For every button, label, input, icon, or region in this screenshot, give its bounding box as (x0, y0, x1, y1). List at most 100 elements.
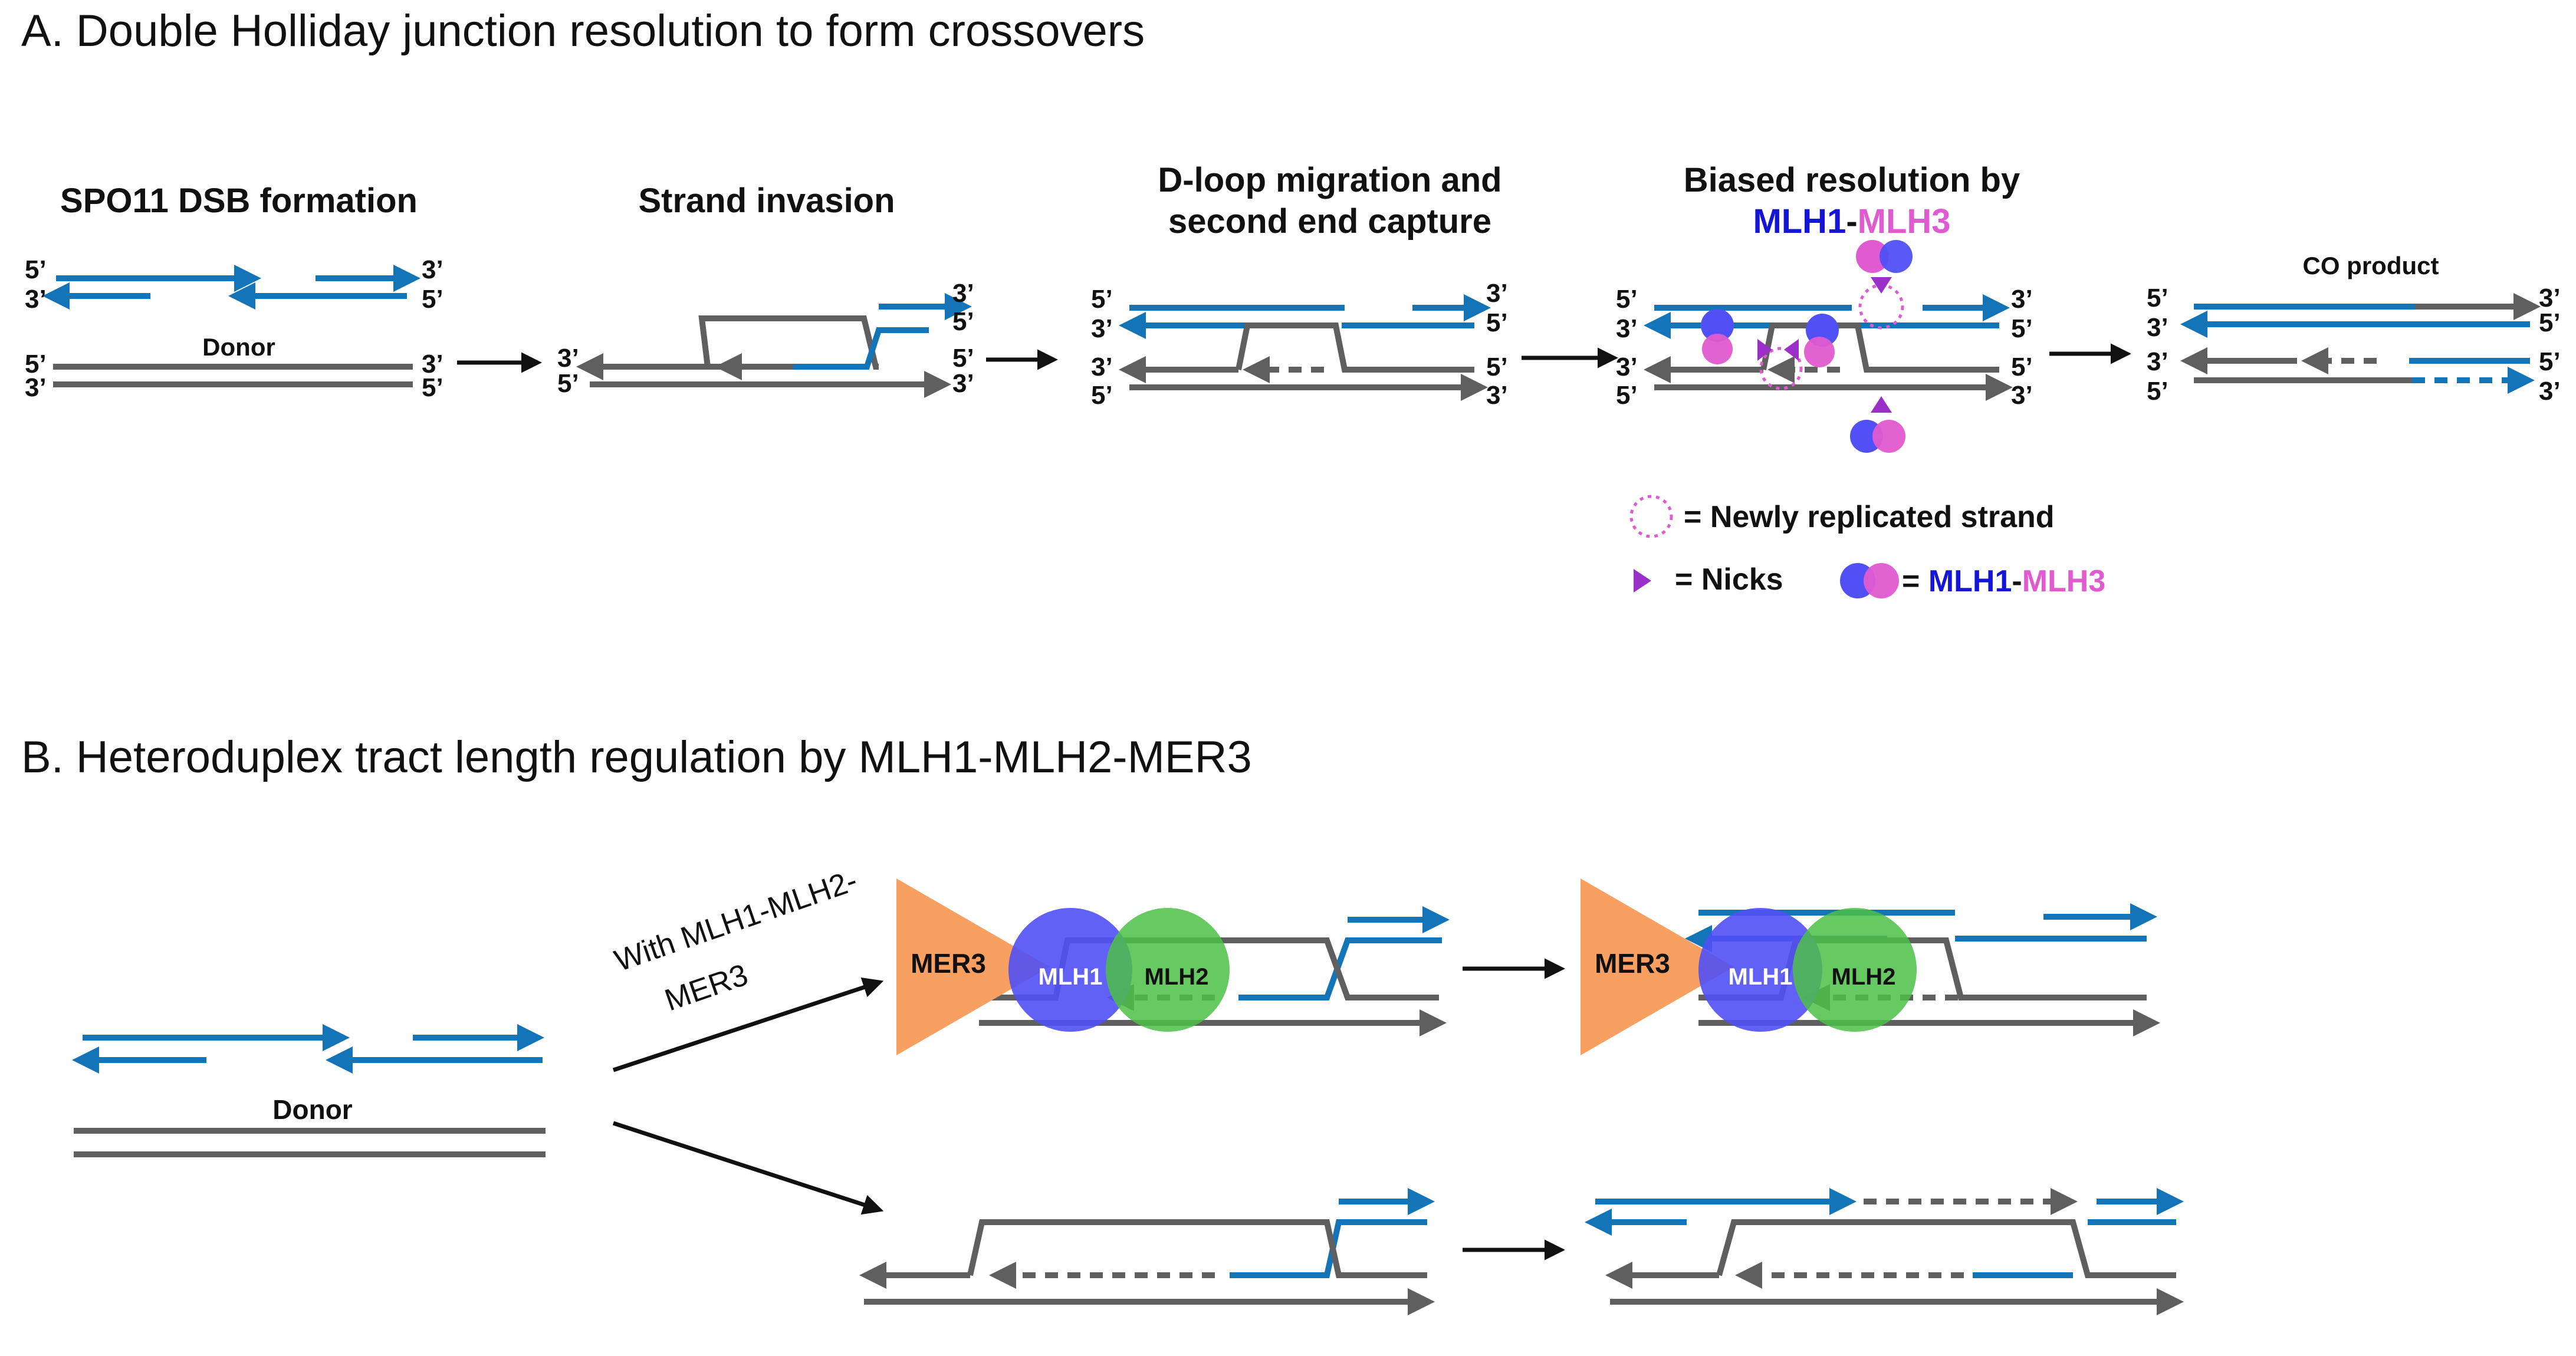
step-title-dloop-line1: D-loop migration and (1158, 161, 1501, 199)
end-label: 3’ (952, 369, 974, 398)
biased-mlh1-label: MLH1 (1753, 202, 1846, 241)
legend-newly-replicated-icon (1629, 495, 1673, 538)
upper-pathway-state1: MER3 MLH1 MLH2 (896, 878, 1450, 1055)
mlh2-circle (1106, 908, 1230, 1032)
end-label: 5’ (557, 369, 579, 398)
mer3-label: MER3 (911, 948, 986, 979)
legend-dash: - (2012, 564, 2022, 598)
lower-pathway-state1 (859, 1188, 1435, 1315)
dsb-donor-label: Donor (202, 333, 275, 361)
nick-marker (1757, 339, 1772, 361)
step-title-biased-line1: Biased resolution by (1684, 161, 2020, 199)
mlh1-mlh3-complex (1701, 309, 1734, 364)
end-label: 5’ (25, 350, 47, 379)
branch-arrow-lower (612, 1121, 884, 1215)
end-label: 5’ (422, 285, 443, 314)
legend-mlh1: MLH1 (1928, 564, 2012, 598)
branch-arrow-upper (612, 977, 884, 1072)
nick-marker (1784, 339, 1799, 361)
step-title-invasion: Strand invasion (638, 182, 895, 220)
panel-a: A. Double Holliday junction resolution t… (21, 6, 2561, 598)
step-title-dsb: SPO11 DSB formation (60, 182, 418, 220)
panel-a-title: A. Double Holliday junction resolution t… (21, 6, 1145, 56)
end-label: 3’ (2539, 284, 2561, 312)
nick-marker (1871, 396, 1892, 413)
co-product-diagram: 5’ 3’ 3’ 5’ 3’ 5’ 5’ 3’ (2147, 284, 2561, 406)
end-label: 3’ (25, 373, 47, 402)
biased-dash-label: - (1846, 202, 1857, 241)
end-label: 5’ (1091, 285, 1113, 314)
biased-gray-migrated (1760, 322, 1999, 373)
invasion-diagram: 3’ 5’ 3’ 5’ 5’ 3’ (557, 279, 974, 398)
end-label: 3’ (2011, 285, 2033, 314)
end-label: 5’ (1091, 381, 1113, 410)
biased-mlh3-label: MLH3 (1858, 202, 1951, 241)
mer3-label: MER3 (1595, 948, 1670, 979)
panel-b: B. Heteroduplex tract length regulation … (21, 732, 2184, 1315)
end-label: 5’ (2011, 353, 2033, 381)
end-label: 5’ (1486, 308, 1508, 337)
end-label: 3’ (2147, 347, 2168, 376)
end-label: 5’ (2011, 314, 2033, 343)
end-label: 3’ (1616, 314, 1638, 343)
end-label: 3’ (2011, 381, 2033, 410)
invasion-blue-invading (793, 327, 929, 370)
b-donor-label: Donor (272, 1094, 353, 1125)
step-title-co: CO product (2303, 252, 2439, 279)
step-title-biased-line2: MLH1-MLH3 (1753, 202, 1950, 241)
mlh1-mlh3-complex (1850, 420, 1905, 453)
legend-newly-replicated-text: = Newly replicated strand (1684, 500, 2055, 534)
end-label: 3’ (1616, 353, 1638, 381)
legend-mlh1-mlh3-text: = MLH1-MLH3 (1902, 564, 2105, 598)
end-label: 3’ (1486, 279, 1508, 308)
legend-nicks-text: = Nicks (1675, 562, 1783, 597)
mlh1-circle (1008, 908, 1132, 1032)
end-label: 3’ (2147, 313, 2168, 342)
end-label: 5’ (952, 307, 974, 336)
panel-b-title: B. Heteroduplex tract length regulation … (21, 732, 1252, 782)
panel-b-donor-diagram: Donor (72, 1024, 546, 1157)
mlh2-circle (1793, 908, 1917, 1032)
end-label: 3’ (952, 279, 974, 308)
legend-mlh1-mlh3-icon (1840, 563, 1899, 598)
newly-replicated-marker (1759, 347, 1803, 390)
mlh1-mlh3-complex (1856, 240, 1913, 273)
end-label: 5’ (2147, 284, 2168, 312)
end-label: 5’ (1486, 353, 1508, 381)
l1-gray-dloop (967, 1219, 1427, 1278)
legend-equals: = (1902, 564, 1928, 598)
mlh1-label: MLH1 (1729, 964, 1793, 990)
lower-pathway-state2 (1585, 1188, 2184, 1315)
dloop-diagram: 5’ 3’ 3’ 5’ 3’ 5’ 5’ 3’ (1091, 279, 1508, 410)
branch-label-line2: MER3 (661, 957, 752, 1018)
mer3-triangle (1581, 878, 1734, 1055)
dsb-diagram: Donor 5’ 3’ 5’ 3’ 3’ 5’ 3’ 5’ (25, 255, 443, 402)
mlh2-label: MLH2 (1832, 964, 1896, 990)
end-label: 5’ (2539, 347, 2561, 376)
step-title-dloop-line2: second end capture (1168, 202, 1491, 241)
end-label: 5’ (422, 373, 443, 402)
l2-gray-migrated (1716, 1219, 2176, 1278)
invasion-dloop-strand (698, 315, 879, 370)
end-label: 3’ (422, 350, 443, 379)
end-label: 5’ (2539, 308, 2561, 337)
mlh1-circle (1698, 908, 1822, 1032)
end-label: 5’ (1616, 381, 1638, 410)
dloop-gray-migrated (1236, 322, 1474, 373)
mlh1-mlh3-complex (1804, 314, 1839, 367)
biased-diagram: 5’ 3’ 3’ 5’ 3’ 5’ 5’ 3’ (1616, 240, 2033, 453)
end-label: 5’ (952, 344, 974, 373)
end-label: 3’ (557, 344, 579, 373)
end-label: 5’ (1616, 285, 1638, 314)
legend-nick-icon (1634, 569, 1651, 593)
mlh1-label: MLH1 (1039, 964, 1103, 990)
end-label: 3’ (1091, 314, 1113, 343)
end-label: 3’ (25, 285, 47, 314)
mer3-triangle (896, 878, 1050, 1055)
upper-pathway-state2: MER3 MLH1 MLH2 (1581, 878, 2160, 1055)
end-label: 3’ (1486, 381, 1508, 410)
legend-mlh3: MLH3 (2022, 564, 2106, 598)
end-label: 3’ (1091, 353, 1113, 381)
end-label: 3’ (422, 255, 443, 284)
